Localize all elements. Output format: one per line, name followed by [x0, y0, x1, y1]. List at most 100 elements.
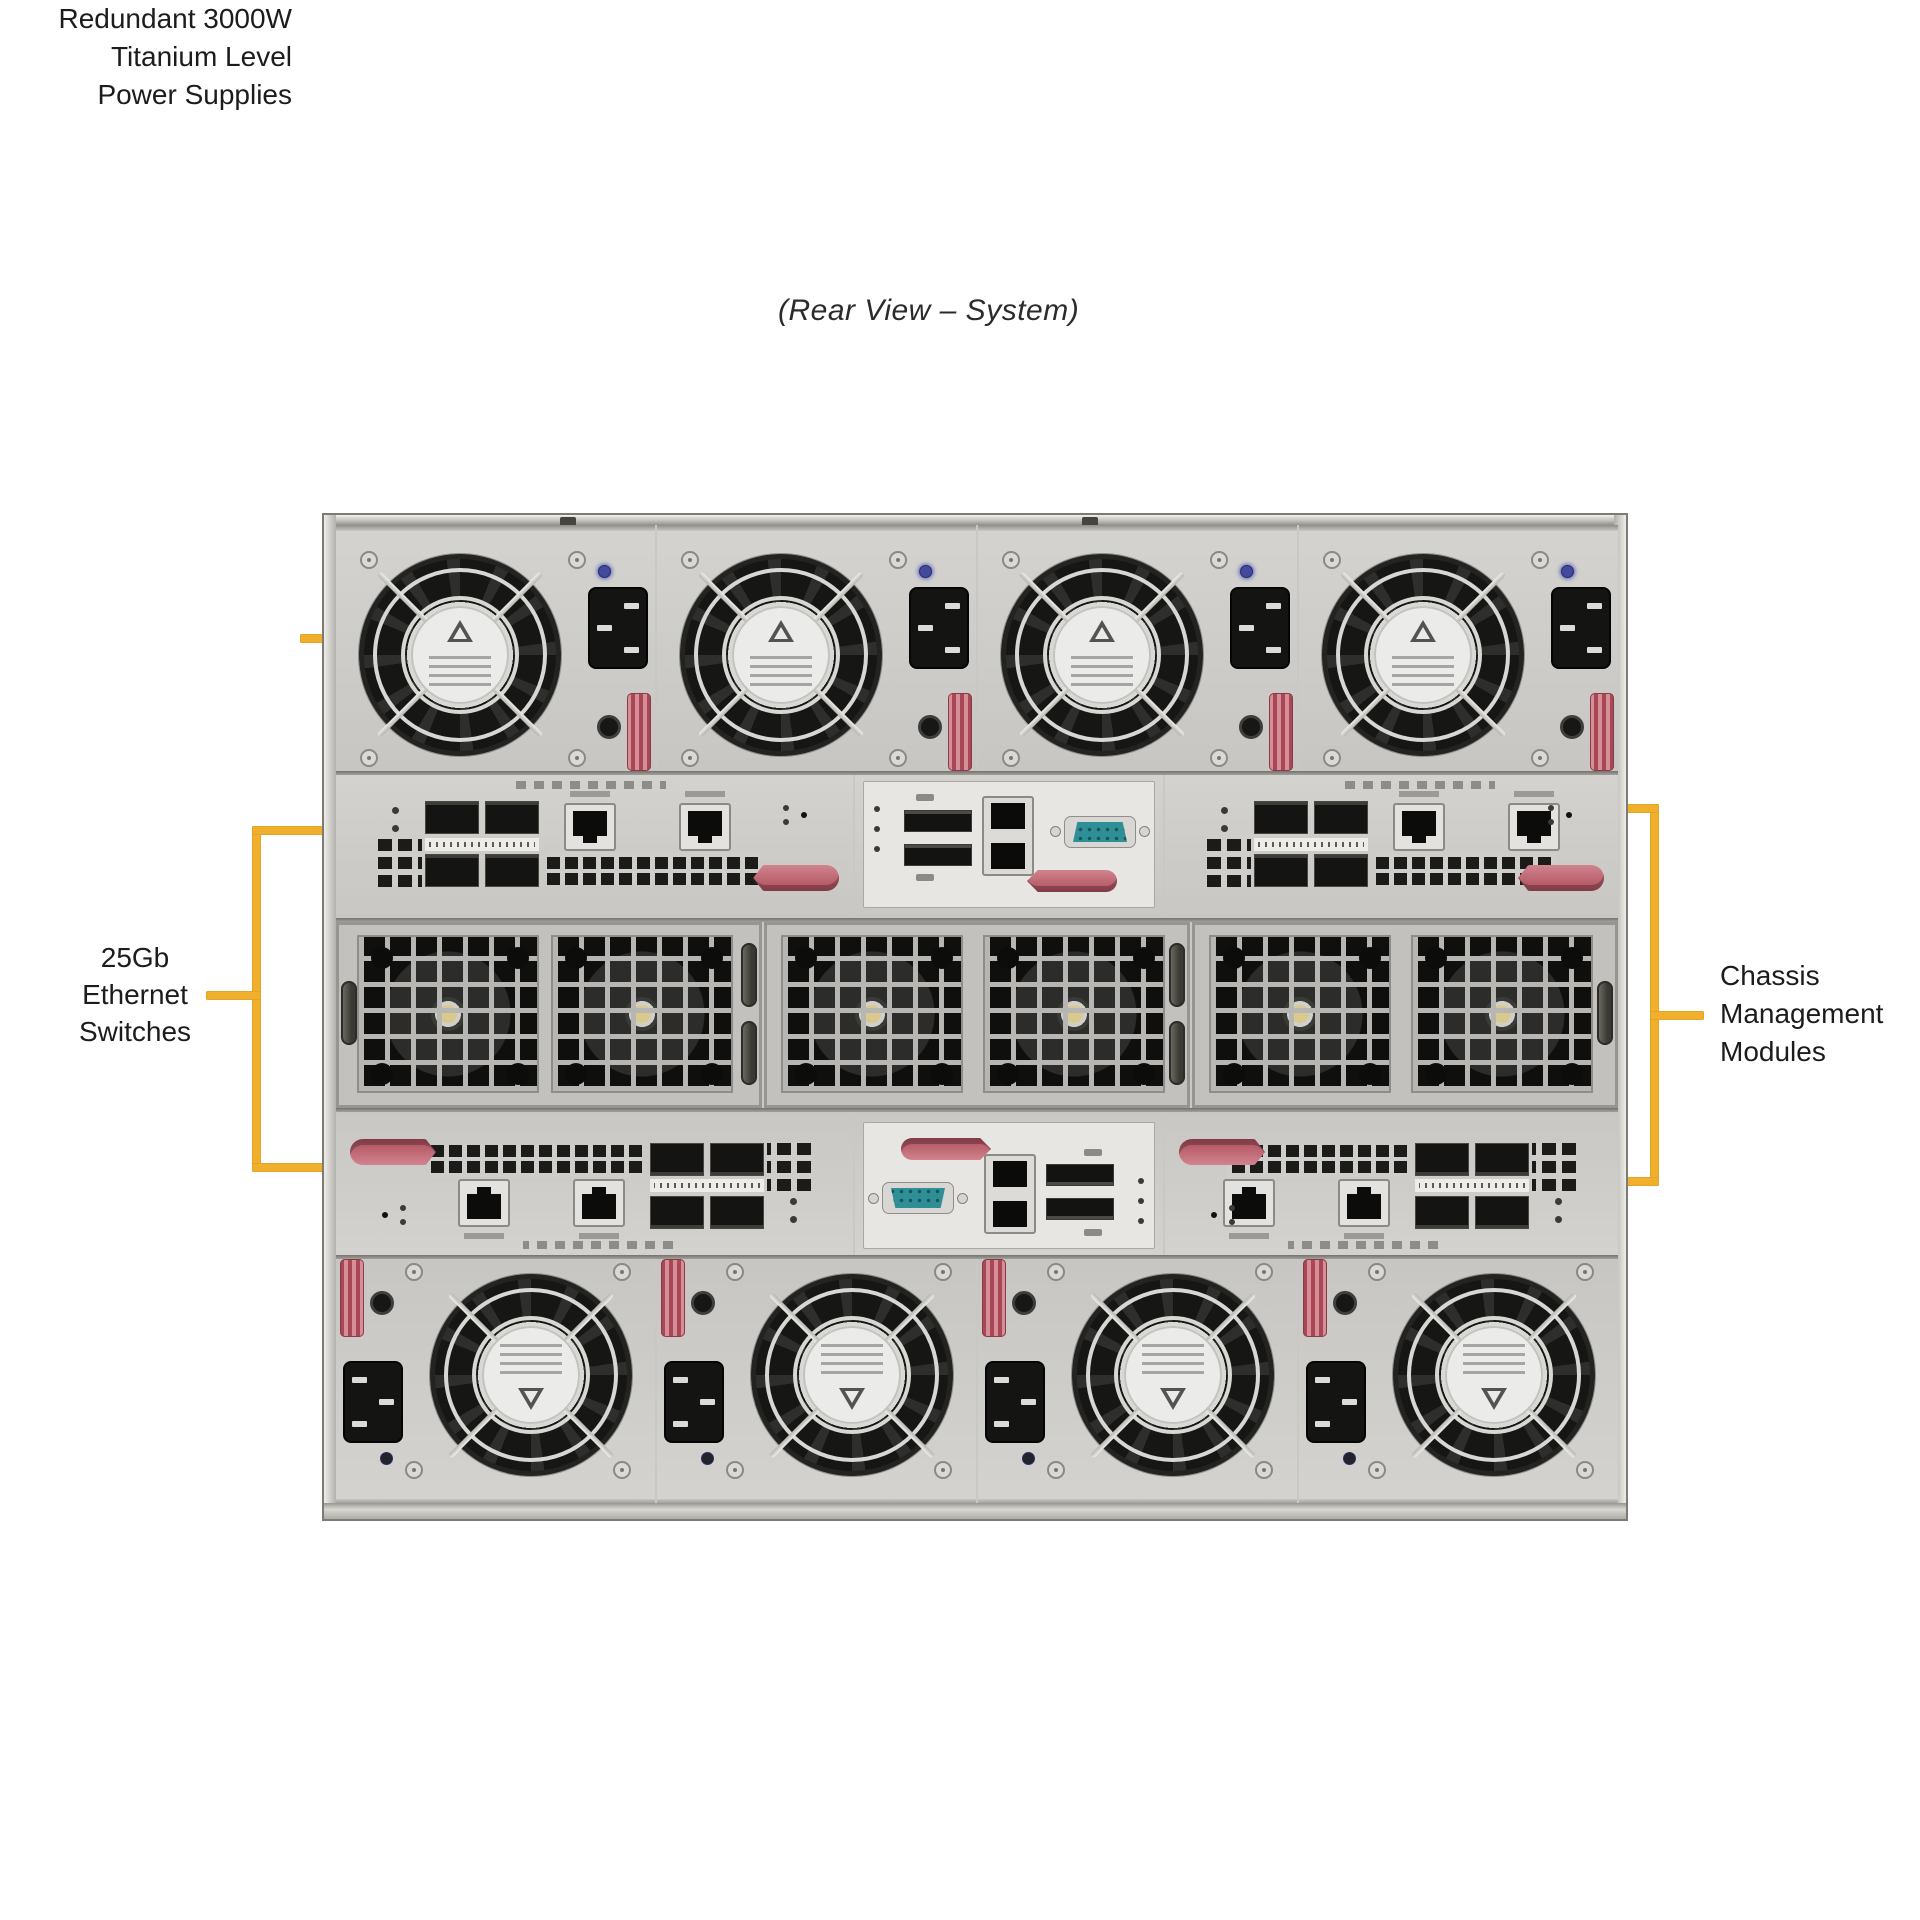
psu-fan — [359, 554, 561, 756]
rj45-port — [1393, 791, 1445, 851]
psu-fan — [1072, 1274, 1274, 1476]
usb-icon — [916, 794, 934, 801]
psu-release-clip — [661, 1259, 685, 1337]
release-handle — [753, 865, 839, 891]
psu-top-3 — [978, 525, 1297, 771]
fan-module-handle — [741, 1021, 757, 1085]
sfp28-port-block — [650, 1143, 764, 1229]
usb-port — [904, 844, 972, 866]
release-handle — [901, 1138, 991, 1160]
fan-row — [336, 922, 1618, 1108]
ac-power-inlet — [664, 1361, 724, 1443]
fan-hub — [1053, 606, 1151, 704]
label-line: 25Gb — [100, 942, 170, 973]
fan-module-handle — [341, 981, 357, 1045]
system-fan — [781, 935, 963, 1093]
usb-port — [904, 810, 972, 832]
usb-port — [1046, 1164, 1114, 1186]
fan-logo-icon — [1481, 1388, 1507, 1410]
sfp-label-strip — [650, 1179, 764, 1192]
psu-fan — [1001, 554, 1203, 756]
psu-fan — [1322, 554, 1524, 756]
vent-grid — [378, 833, 422, 887]
sfp28-cage — [485, 801, 539, 834]
sfp28-cage — [650, 1143, 704, 1176]
callout-bracket-cmm-vertical — [1650, 804, 1659, 1186]
chassis-bays — [336, 525, 1618, 1507]
psu-button — [1239, 715, 1263, 739]
psu-button — [1333, 1291, 1357, 1315]
figure-title: (Rear View – System) — [778, 294, 1080, 327]
rj45-port — [679, 791, 731, 851]
label-line: Switches — [78, 1016, 192, 1047]
psu-button — [1560, 715, 1584, 739]
vga-port — [1050, 816, 1150, 848]
psu-release-clip — [1269, 693, 1293, 771]
psu-release-clip — [948, 693, 972, 771]
system-fan — [1411, 935, 1593, 1093]
fan-module-handle — [741, 943, 757, 1007]
fan-module-3 — [1192, 922, 1618, 1108]
panel-markings — [1288, 1241, 1438, 1249]
ac-power-inlet — [1230, 587, 1290, 669]
psu-status-led — [701, 1452, 714, 1465]
psu-button — [1012, 1291, 1036, 1315]
psu-button — [597, 715, 621, 739]
vent-grid — [1207, 833, 1251, 887]
sfp28-cage — [1415, 1143, 1469, 1176]
ac-power-inlet — [343, 1361, 403, 1443]
rj45-port — [1338, 1179, 1390, 1227]
psu-fan — [751, 1274, 953, 1476]
system-fan — [357, 935, 539, 1093]
fan-hub — [1124, 1326, 1222, 1424]
ethernet-switch-c — [336, 1112, 853, 1255]
status-leds — [783, 805, 823, 845]
sfp-label-strip — [1254, 838, 1368, 851]
rj45-port — [1508, 791, 1560, 851]
fan-module-handle — [1169, 943, 1185, 1007]
status-leds — [1548, 805, 1588, 845]
ethernet-switch-d — [1165, 1112, 1618, 1255]
label-line: Power Supplies — [97, 79, 292, 110]
sfp28-cage — [425, 801, 479, 834]
psu-top-4 — [1299, 525, 1618, 771]
sfp28-cage — [1475, 1143, 1529, 1176]
psu-status-led — [1240, 565, 1253, 578]
ethernet-switch-b — [1165, 775, 1618, 918]
vent-grid — [547, 853, 759, 885]
bay-divider — [336, 771, 1618, 775]
ac-power-inlet — [985, 1361, 1045, 1443]
system-fan — [1209, 935, 1391, 1093]
fan-hub — [803, 1326, 901, 1424]
release-handle — [1027, 870, 1117, 892]
psu-button — [370, 1291, 394, 1315]
chassis-top-rail — [324, 515, 1626, 525]
psu-release-clip — [982, 1259, 1006, 1337]
label-line: Ethernet — [82, 979, 188, 1010]
usb-icon — [916, 874, 934, 881]
fan-logo-icon — [839, 1388, 865, 1410]
psu-fan — [680, 554, 882, 756]
chassis-rear — [322, 513, 1628, 1521]
sfp28-port-block — [1254, 801, 1368, 887]
psu-status-led — [598, 565, 611, 578]
fan-module-handle — [1169, 1021, 1185, 1085]
label-chassis-management: Chassis Management Modules — [1720, 957, 1920, 1071]
psu-bottom-1 — [336, 1259, 655, 1505]
sfp28-cage — [650, 1196, 704, 1229]
fan-module-handle — [1597, 981, 1613, 1045]
vent-grid — [1532, 1143, 1576, 1197]
status-leds — [1195, 1185, 1235, 1225]
fan-logo-icon — [1160, 1388, 1186, 1410]
usb-icon — [1084, 1229, 1102, 1236]
label-line: Titanium Level — [110, 41, 292, 72]
mgmt-lan-ports — [984, 1154, 1036, 1234]
system-fan — [551, 935, 733, 1093]
psu-status-led — [1343, 1452, 1356, 1465]
callout-stub-cmm — [1650, 1011, 1704, 1020]
ac-power-inlet — [1551, 587, 1611, 669]
fan-hub — [732, 606, 830, 704]
bay-divider — [336, 1255, 1618, 1259]
label-line: Redundant 3000W — [58, 3, 292, 34]
bay-divider — [336, 918, 1618, 922]
